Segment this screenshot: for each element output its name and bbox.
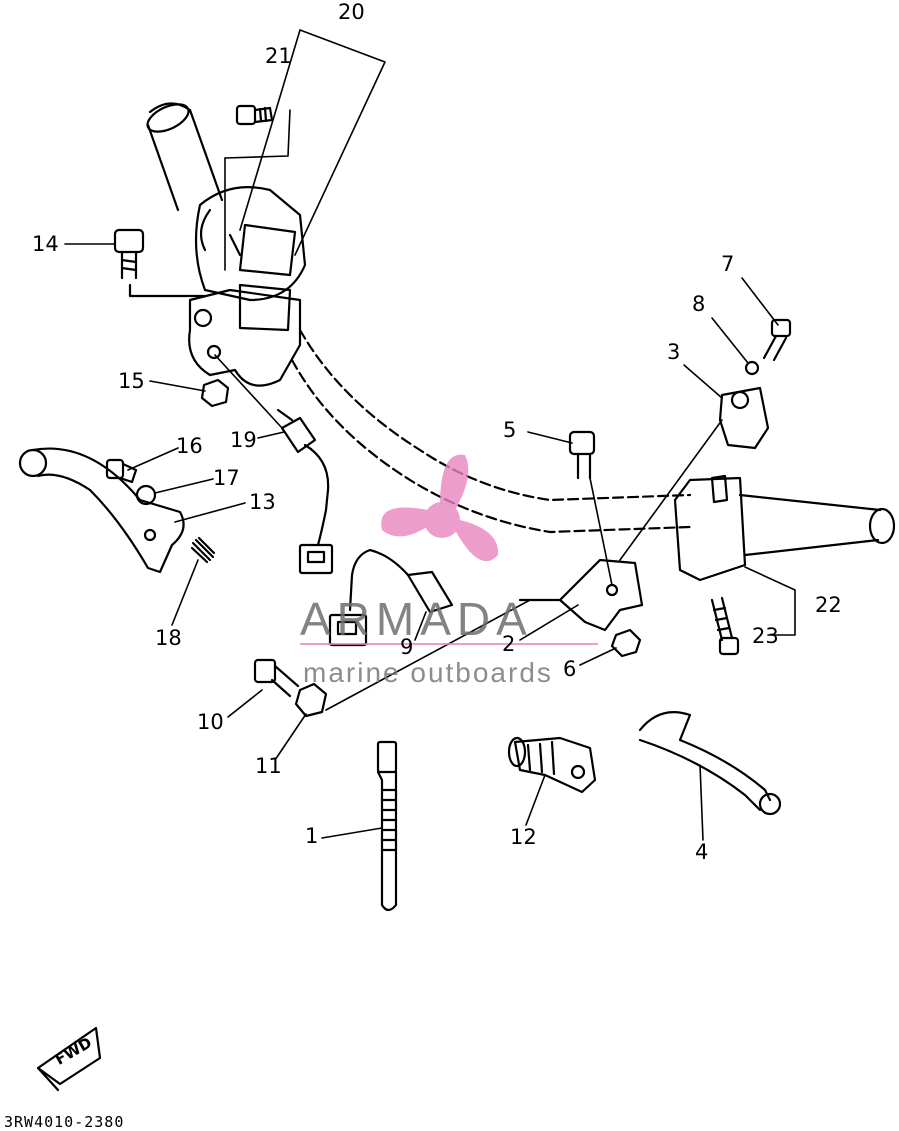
leader-11: [274, 713, 307, 761]
leader-3b: [619, 419, 723, 561]
leader-16: [127, 447, 179, 471]
leader-17: [154, 478, 214, 494]
callout-12: 12: [510, 825, 537, 849]
leader-7: [741, 277, 779, 326]
bolt-10: [253, 658, 300, 698]
callout-19: 19: [230, 428, 257, 452]
leader-10: [227, 689, 263, 718]
callout-18: 18: [155, 626, 182, 650]
watermark-subtitle: marine outboards: [303, 657, 553, 688]
spring-18: [190, 536, 216, 564]
nut-11: [294, 682, 328, 718]
leader-2: [519, 604, 579, 641]
right-grip: [738, 493, 896, 557]
cable-tie-1: [376, 740, 398, 912]
bracket-2: [518, 558, 644, 632]
leader-19b: [214, 354, 283, 429]
switch-19: [276, 408, 334, 575]
leader-5: [527, 431, 573, 444]
leader-lines: [64, 29, 796, 841]
callout-20: 20: [338, 0, 365, 24]
fwd-arrow: [36, 1026, 102, 1092]
leader-20: [294, 29, 386, 256]
handlebar: [290, 328, 692, 534]
callout-3: 3: [667, 340, 681, 364]
callout-1: 1: [305, 824, 319, 848]
switch-9: [328, 548, 454, 647]
leader-22-23: [767, 589, 796, 636]
callout-11: 11: [255, 754, 282, 778]
leader-19: [257, 431, 285, 439]
callout-17: 17: [213, 466, 240, 490]
leader-13: [174, 502, 246, 523]
callout-22: 22: [815, 593, 842, 617]
switch-housing-22: [673, 474, 747, 582]
leader-14: [128, 283, 207, 298]
lever-holder-3: [718, 386, 770, 450]
leader-9: [414, 611, 427, 641]
washer-8: [744, 360, 760, 376]
leader-5b: [589, 477, 613, 586]
left-grip: [146, 102, 224, 212]
callout-6: 6: [563, 657, 577, 681]
callout-14: 14: [32, 232, 59, 256]
callout-2: 2: [502, 632, 516, 656]
nut-6: [610, 628, 642, 658]
left-switch-housing: [194, 186, 307, 302]
callout-5: 5: [503, 418, 517, 442]
callout-10: 10: [197, 710, 224, 734]
left-lever-holder: [188, 283, 302, 387]
leader-15: [149, 380, 206, 392]
diagram-code: 3RW4010-2380: [4, 1113, 125, 1131]
holder-12: [507, 736, 597, 794]
leader-20b: [239, 29, 301, 231]
screw-23: [710, 596, 740, 656]
leader-18: [171, 559, 199, 626]
leader-6: [579, 647, 617, 666]
leader-3: [683, 364, 723, 399]
bolt-5: [568, 430, 596, 480]
leader-4: [699, 764, 704, 841]
leader-1: [321, 827, 383, 839]
callout-4: 4: [695, 840, 709, 864]
nut-17: [135, 484, 157, 506]
watermark-emblem: [300, 454, 598, 645]
callout-7: 7: [721, 252, 735, 276]
left-lever-13: [18, 447, 185, 574]
callout-21: 21: [265, 44, 292, 68]
leader-12: [525, 774, 546, 826]
callout-16: 16: [176, 434, 203, 458]
callout-8: 8: [692, 292, 706, 316]
callout-15: 15: [118, 369, 145, 393]
callout-9: 9: [400, 635, 414, 659]
leader-8: [711, 317, 749, 364]
screw-7: [762, 318, 792, 362]
bolt-14: [113, 228, 145, 280]
watermark-brand: ARMADA: [300, 593, 533, 645]
lever-4: [638, 711, 782, 816]
nut-15: [200, 378, 230, 408]
bolt-21: [235, 104, 274, 126]
bolt-16: [105, 458, 138, 484]
callout-23: 23: [752, 624, 779, 648]
callout-13: 13: [249, 490, 276, 514]
leader-11b: [325, 599, 531, 711]
leader-21: [224, 109, 291, 159]
